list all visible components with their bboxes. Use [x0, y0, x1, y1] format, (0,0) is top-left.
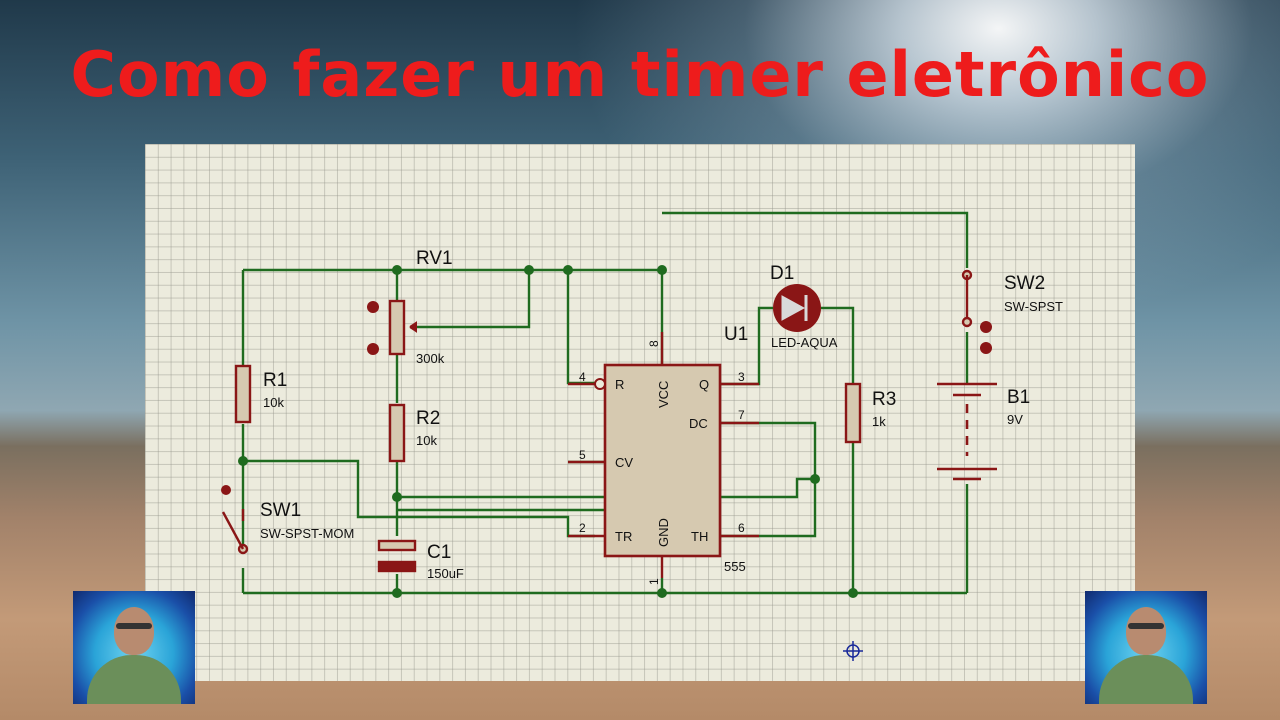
- r2-ref: R2: [416, 408, 440, 429]
- r3-value: 1k: [872, 414, 886, 429]
- pin-label-vcc: VCC: [656, 381, 671, 408]
- pin-number-7: 7: [738, 408, 745, 422]
- crosshair-cursor-icon: [843, 641, 863, 661]
- u1-ref: U1: [724, 324, 748, 345]
- sw1-value: SW-SPST-MOM: [260, 526, 354, 541]
- pin-label-tr: TR: [615, 529, 632, 544]
- battery-b1[interactable]: [937, 382, 997, 481]
- d1-ref: D1: [770, 263, 794, 284]
- u1-value: 555: [724, 559, 746, 574]
- switch-sw1[interactable]: [221, 485, 249, 555]
- r1-value: 10k: [263, 395, 284, 410]
- d1-value: LED-AQUA: [771, 335, 838, 350]
- b1-ref: B1: [1007, 387, 1030, 408]
- pin-number-3: 3: [738, 370, 745, 384]
- component-labels: RV1 300k R1 10k R2 10k R3 1k C1 150uF D1…: [260, 248, 1063, 581]
- resistor-r2[interactable]: [388, 403, 406, 463]
- schematic-canvas[interactable]: RV1 300k R1 10k R2 10k R3 1k C1 150uF D1…: [145, 144, 1135, 681]
- resistor-r3[interactable]: [844, 382, 862, 444]
- pin-number-5: 5: [579, 448, 586, 462]
- r3-ref: R3: [872, 389, 896, 410]
- r2-value: 10k: [416, 433, 437, 448]
- c1-ref: C1: [427, 542, 451, 563]
- led-d1[interactable]: [773, 284, 821, 332]
- pin-label-dc: DC: [689, 416, 708, 431]
- sw2-ref: SW2: [1004, 273, 1045, 294]
- pin-label-r: R: [615, 377, 624, 392]
- switch-sw2[interactable]: [961, 269, 992, 354]
- ic-555[interactable]: [568, 332, 759, 578]
- capacitor-c1[interactable]: [377, 539, 417, 573]
- pin-number-2: 2: [579, 521, 586, 535]
- presenter-webcam-left: [73, 591, 195, 704]
- sw1-ref: SW1: [260, 500, 301, 521]
- pin-label-gnd: GND: [656, 518, 671, 547]
- pin-label-q: Q: [699, 377, 709, 392]
- ic-pin-labels: R Q DC CV TR TH VCC GND 4 5 2 3 7 6 8 1: [579, 340, 745, 585]
- resistor-r1[interactable]: [234, 364, 252, 424]
- sw2-value: SW-SPST: [1004, 299, 1063, 314]
- wires: [241, 211, 969, 595]
- pin-number-6: 6: [738, 521, 745, 535]
- junction-dots: [238, 265, 858, 598]
- pin-number-8: 8: [647, 340, 661, 347]
- pot-terminal-bottom: [367, 343, 379, 355]
- pin-number-4: 4: [579, 370, 586, 384]
- pin-label-th: TH: [691, 529, 708, 544]
- rv1-ref: RV1: [416, 248, 453, 269]
- c1-value: 150uF: [427, 566, 464, 581]
- b1-value: 9V: [1007, 412, 1023, 427]
- pin-label-cv: CV: [615, 455, 633, 470]
- pin-number-1: 1: [647, 578, 661, 585]
- r1-ref: R1: [263, 370, 287, 391]
- pot-terminal-top: [367, 301, 379, 313]
- circuit-schematic: RV1 300k R1 10k R2 10k R3 1k C1 150uF D1…: [221, 211, 1063, 661]
- presenter-webcam-right: [1085, 591, 1207, 704]
- video-title: Como fazer um timer eletrônico: [70, 38, 1210, 111]
- rv1-value: 300k: [416, 351, 445, 366]
- potentiometer-rv1[interactable]: [367, 299, 417, 356]
